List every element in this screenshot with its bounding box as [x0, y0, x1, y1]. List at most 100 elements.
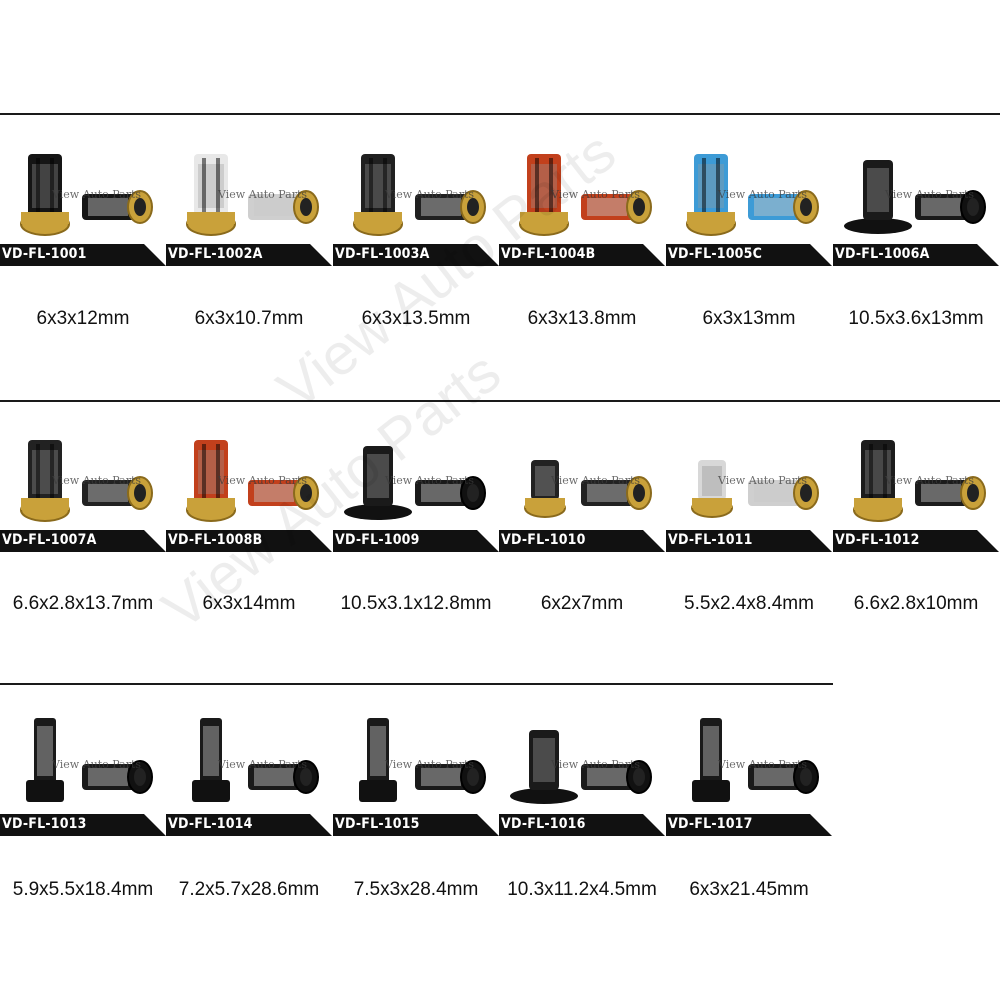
bar-notch: [310, 530, 332, 552]
part-code: VD-FL-1012: [835, 532, 920, 548]
filter-photo: View Auto Parts: [833, 432, 999, 530]
bar-notch: [144, 244, 166, 266]
watermark-label: View Auto Parts: [385, 474, 475, 487]
filter-photo: View Auto Parts: [833, 146, 999, 244]
part-dimensions: 10.5x3.1x12.8mm: [340, 593, 492, 614]
section-divider: [0, 400, 1000, 402]
filter-photo: View Auto Parts: [166, 716, 332, 814]
filter-image: [344, 446, 486, 520]
part-code-bar: VD-FL-1001: [0, 244, 166, 266]
watermark-label: View Auto Parts: [551, 188, 641, 201]
watermark-label: View Auto Parts: [885, 474, 975, 487]
part-code: VD-FL-1009: [335, 532, 420, 548]
bar-notch: [477, 530, 499, 552]
part-dimensions: 6x3x21.45mm: [689, 879, 809, 900]
filter-photo: View Auto Parts: [666, 716, 832, 814]
part-code: VD-FL-1013: [2, 816, 87, 832]
part-code-bar: VD-FL-1015: [333, 814, 499, 836]
bar-notch: [977, 530, 999, 552]
filter-image: [26, 718, 153, 802]
watermark-label: View Auto Parts: [385, 188, 475, 201]
part-dimensions: 10.5x3.6x13mm: [848, 308, 984, 329]
filter-photo: View Auto Parts: [0, 716, 166, 814]
part-code: VD-FL-1006A: [835, 246, 930, 262]
filter-photo: View Auto Parts: [0, 146, 166, 244]
part-dimensions: 6x3x13.5mm: [361, 308, 471, 329]
filter-photo: View Auto Parts: [333, 432, 499, 530]
watermark-label: View Auto Parts: [551, 474, 641, 487]
filter-photo: View Auto Parts: [499, 146, 665, 244]
filter-photo: View Auto Parts: [666, 146, 832, 244]
part-code-bar: VD-FL-1010: [499, 530, 665, 552]
part-code-bar: VD-FL-1007A: [0, 530, 166, 552]
part-code: VD-FL-1015: [335, 816, 420, 832]
bar-notch: [144, 530, 166, 552]
bar-notch: [810, 814, 832, 836]
part-dimensions: 6x3x13.8mm: [527, 308, 637, 329]
bar-notch: [477, 814, 499, 836]
watermark-label: View Auto Parts: [551, 758, 641, 771]
filter-image: [524, 460, 652, 518]
bar-notch: [477, 244, 499, 266]
filter-image: [686, 154, 819, 236]
part-code: VD-FL-1001: [2, 246, 87, 262]
part-dimensions: 6x3x12mm: [36, 308, 130, 329]
filter-photo: View Auto Parts: [166, 432, 332, 530]
filter-photo: View Auto Parts: [333, 716, 499, 814]
bar-notch: [810, 244, 832, 266]
filter-image: [691, 460, 819, 518]
part-code-bar: VD-FL-1005C: [666, 244, 832, 266]
part-dimensions: 6.6x2.8x13.7mm: [12, 593, 154, 614]
filter-image: [353, 154, 486, 236]
watermark-label: View Auto Parts: [718, 474, 808, 487]
part-code-bar: VD-FL-1006A: [833, 244, 999, 266]
part-code: VD-FL-1003A: [335, 246, 430, 262]
part-code: VD-FL-1017: [668, 816, 753, 832]
part-code-bar: VD-FL-1016: [499, 814, 665, 836]
part-code-bar: VD-FL-1002A: [166, 244, 332, 266]
watermark-label: View Auto Parts: [52, 758, 142, 771]
part-code: VD-FL-1007A: [2, 532, 97, 548]
filter-image: [20, 154, 153, 236]
part-dimensions: 6.6x2.8x10mm: [853, 593, 979, 614]
part-code-bar: VD-FL-1017: [666, 814, 832, 836]
part-code: VD-FL-1011: [668, 532, 753, 548]
watermark-label: View Auto Parts: [218, 758, 308, 771]
part-code-bar: VD-FL-1011: [666, 530, 832, 552]
part-code: VD-FL-1004B: [501, 246, 596, 262]
part-dimensions: 6x2x7mm: [540, 593, 624, 614]
part-code: VD-FL-1010: [501, 532, 586, 548]
bar-notch: [810, 530, 832, 552]
filter-photo: View Auto Parts: [666, 432, 832, 530]
bar-notch: [643, 530, 665, 552]
part-code: VD-FL-1016: [501, 816, 586, 832]
bar-notch: [310, 814, 332, 836]
filter-photo: View Auto Parts: [499, 432, 665, 530]
filter-image: [186, 154, 319, 236]
bar-notch: [643, 244, 665, 266]
part-dimensions: 5.5x2.4x8.4mm: [684, 593, 814, 614]
watermark-label: View Auto Parts: [218, 188, 308, 201]
part-code-bar: VD-FL-1008B: [166, 530, 332, 552]
part-dimensions: 10.3x11.2x4.5mm: [507, 879, 657, 900]
part-dimensions: 6x3x14mm: [202, 593, 296, 614]
part-code-bar: VD-FL-1012: [833, 530, 999, 552]
filter-photo: View Auto Parts: [0, 432, 166, 530]
bar-notch: [310, 244, 332, 266]
part-dimensions: 7.5x3x28.4mm: [353, 879, 479, 900]
filter-photo: View Auto Parts: [333, 146, 499, 244]
part-code-bar: VD-FL-1004B: [499, 244, 665, 266]
filter-image: [510, 730, 652, 804]
watermark-label: View Auto Parts: [718, 188, 808, 201]
filter-image: [853, 440, 986, 522]
part-code-bar: VD-FL-1009: [333, 530, 499, 552]
part-code: VD-FL-1008B: [168, 532, 263, 548]
watermark-label: View Auto Parts: [218, 474, 308, 487]
part-code: VD-FL-1014: [168, 816, 253, 832]
watermark-label: View Auto Parts: [718, 758, 808, 771]
watermark-label: View Auto Parts: [52, 188, 142, 201]
bar-notch: [977, 244, 999, 266]
part-code-bar: VD-FL-1003A: [333, 244, 499, 266]
part-dimensions: 7.2x5.7x28.6mm: [178, 879, 320, 900]
filter-image: [519, 154, 652, 236]
